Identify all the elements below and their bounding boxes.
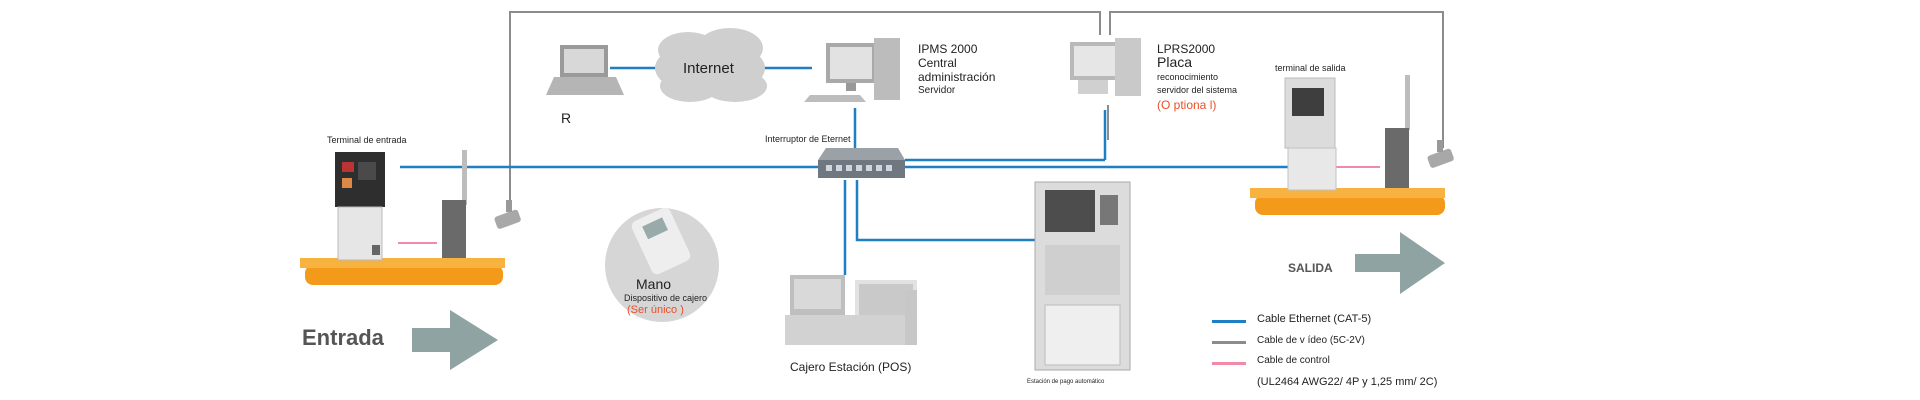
- entry-arrow-icon: [412, 310, 498, 370]
- lprs-title: LPRS2000: [1157, 42, 1216, 56]
- video-cables: [509, 11, 1444, 205]
- entry-terminal-label: Terminal de entrada: [327, 135, 407, 145]
- laptop-icon: [546, 45, 624, 95]
- entry-barrier-icon: [442, 150, 467, 258]
- ethernet-cables: [400, 66, 1330, 275]
- server-label-line: Central: [918, 56, 957, 70]
- exit-barrier-icon: [1385, 75, 1410, 188]
- exit-terminal-label: terminal de salida: [1275, 63, 1346, 73]
- pay-station-icon: [1034, 181, 1131, 371]
- server-computer-icon: [804, 38, 900, 102]
- lprs-sub1: reconocimiento: [1157, 72, 1219, 82]
- exit-arrow-icon: [1355, 232, 1445, 294]
- ethernet-switch-icon: [818, 148, 905, 178]
- laptop-label: R: [561, 110, 572, 126]
- control-legend-swatch: [1212, 362, 1246, 365]
- handheld-device-icon: [605, 207, 719, 322]
- server-label-line: IPMS 2000: [918, 42, 978, 56]
- legend-item-control: Cable de control: [1257, 355, 1330, 366]
- exit-platform: [1250, 188, 1445, 215]
- pos-station-icon: [785, 275, 917, 345]
- lprs-server-icon: [1070, 38, 1141, 96]
- handheld-sub: Dispositivo de cajero: [624, 293, 708, 303]
- control-cables: [398, 166, 1380, 244]
- pos-label: Cajero Estación (POS): [790, 360, 912, 374]
- exit-label: SALIDA: [1288, 261, 1333, 275]
- switch-label: Interruptor de Eternet: [765, 134, 851, 144]
- internet-cloud-icon: [655, 28, 767, 102]
- legend-item-video: Cable de v ídeo (5C-2V): [1257, 335, 1365, 346]
- entry-terminal-icon: [335, 152, 385, 261]
- server-label: IPMS 2000 Central administración Servido…: [918, 42, 995, 98]
- lprs-placa: Placa: [1157, 54, 1193, 70]
- exit-camera-icon: [1427, 140, 1454, 168]
- paystation-label: Estación de pago automático: [1027, 379, 1105, 385]
- handheld-title: Mano: [636, 276, 672, 292]
- entry-label: Entrada: [302, 325, 384, 350]
- server-label-line: Servidor: [918, 85, 956, 96]
- ethernet-legend-swatch: [1212, 320, 1246, 323]
- legend-item-ethernet: Cable Ethernet (CAT-5): [1257, 313, 1372, 325]
- legend-note: (UL2464 AWG22/ 4P y 1,25 mm/ 2C): [1257, 376, 1438, 388]
- entry-platform: [300, 258, 505, 285]
- lprs-sub2: servidor del sistema: [1157, 85, 1238, 95]
- lprs-optional: (O ptiona l): [1157, 98, 1217, 112]
- entry-camera-icon: [494, 200, 521, 229]
- video-legend-swatch: [1212, 341, 1246, 344]
- exit-terminal-icon: [1284, 77, 1337, 191]
- server-label-line: administración: [918, 70, 996, 84]
- handheld-optional: (Ser único ): [627, 304, 684, 316]
- internet-label: Internet: [683, 60, 734, 77]
